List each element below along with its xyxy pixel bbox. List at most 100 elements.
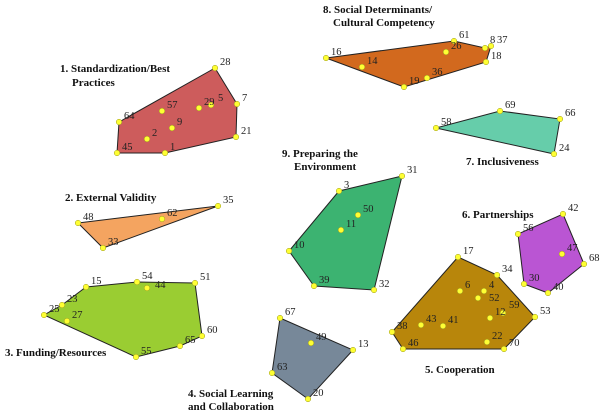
point-marker — [487, 42, 495, 50]
point-label: 49 — [316, 332, 327, 343]
point-label: 57 — [167, 100, 178, 111]
point-marker — [133, 278, 141, 286]
point-label: 16 — [331, 47, 342, 58]
point-label: 60 — [207, 325, 218, 336]
point-label: 43 — [426, 314, 437, 325]
point-marker — [580, 260, 588, 268]
point-label: 68 — [589, 253, 600, 264]
point-label: 11 — [346, 219, 356, 230]
point-label: 5 — [218, 93, 223, 104]
cluster-label: 9. Preparing the — [282, 148, 358, 160]
cluster-7-polygon — [435, 110, 561, 155]
cluster-label: 7. Inclusiveness — [466, 156, 539, 168]
cluster-2-polygon — [76, 205, 219, 249]
point-marker — [514, 230, 522, 238]
point-label: 58 — [441, 117, 452, 128]
point-label: 12 — [495, 307, 506, 318]
point-label: 44 — [155, 280, 166, 291]
point-label: 28 — [220, 57, 231, 68]
point-label: 55 — [141, 346, 152, 357]
point-marker — [499, 309, 507, 317]
point-label: 20 — [313, 388, 324, 399]
point-marker — [214, 202, 222, 210]
point-marker — [198, 332, 206, 340]
point-marker — [496, 107, 504, 115]
point-label: 25 — [49, 304, 60, 315]
point-marker — [195, 104, 203, 112]
point-marker — [322, 54, 330, 62]
point-label: 38 — [397, 321, 408, 332]
point-label: 42 — [568, 203, 579, 214]
point-marker — [63, 317, 71, 325]
point-marker — [207, 101, 215, 109]
point-marker — [82, 283, 90, 291]
cluster-3 — [40, 278, 206, 361]
point-marker — [399, 345, 407, 353]
point-marker — [456, 287, 464, 295]
cluster-label: 2. External Validity — [65, 192, 157, 204]
point-marker — [158, 215, 166, 223]
point-label: 63 — [277, 362, 288, 373]
point-label: 45 — [122, 142, 133, 153]
cluster-4-polygon — [271, 317, 354, 400]
point-label: 2 — [152, 128, 157, 139]
point-marker — [191, 279, 199, 287]
point-label: 3 — [344, 180, 349, 191]
point-label: 65 — [185, 335, 196, 346]
point-label: 21 — [241, 126, 252, 137]
point-label: 13 — [358, 339, 369, 350]
point-marker — [398, 172, 406, 180]
cluster-label: Practices — [72, 77, 115, 89]
point-marker — [143, 284, 151, 292]
point-label: 70 — [509, 338, 520, 349]
point-marker — [176, 342, 184, 350]
point-label: 69 — [505, 100, 516, 111]
point-marker — [232, 133, 240, 141]
cluster-9-polygon — [288, 175, 403, 291]
point-marker — [113, 149, 121, 157]
point-label: 6 — [465, 280, 470, 291]
point-marker — [115, 118, 123, 126]
point-marker — [40, 311, 48, 319]
point-marker — [349, 346, 357, 354]
point-marker — [268, 369, 276, 377]
point-marker — [161, 149, 169, 157]
point-marker — [556, 115, 564, 123]
point-label: 48 — [83, 212, 94, 223]
cluster-label: 5. Cooperation — [425, 364, 495, 376]
point-label: 9 — [177, 117, 182, 128]
point-label: 19 — [409, 76, 420, 87]
point-label: 15 — [91, 276, 102, 287]
point-marker — [143, 135, 151, 143]
point-marker — [500, 345, 508, 353]
point-marker — [358, 63, 366, 71]
point-marker — [58, 301, 66, 309]
point-marker — [304, 395, 312, 403]
point-marker — [276, 314, 284, 322]
point-marker — [423, 74, 431, 82]
point-label: 24 — [559, 143, 570, 154]
point-label: 67 — [285, 307, 296, 318]
point-label: 35 — [223, 195, 234, 206]
point-label: 64 — [124, 111, 135, 122]
point-marker — [370, 286, 378, 294]
point-marker — [450, 37, 458, 45]
point-marker — [74, 219, 82, 227]
point-marker — [432, 124, 440, 132]
point-label: 26 — [451, 41, 462, 52]
point-marker — [211, 64, 219, 72]
point-label: 41 — [448, 315, 459, 326]
point-marker — [544, 289, 552, 297]
point-marker — [158, 107, 166, 115]
point-label: 52 — [489, 293, 500, 304]
cluster-2 — [74, 202, 222, 252]
cluster-label: 4. Social Learning — [188, 388, 274, 400]
point-marker — [480, 287, 488, 295]
point-marker — [482, 58, 490, 66]
point-marker — [400, 83, 408, 91]
cluster-9 — [285, 172, 406, 294]
point-marker — [442, 48, 450, 56]
point-label: 46 — [408, 338, 419, 349]
point-marker — [388, 328, 396, 336]
